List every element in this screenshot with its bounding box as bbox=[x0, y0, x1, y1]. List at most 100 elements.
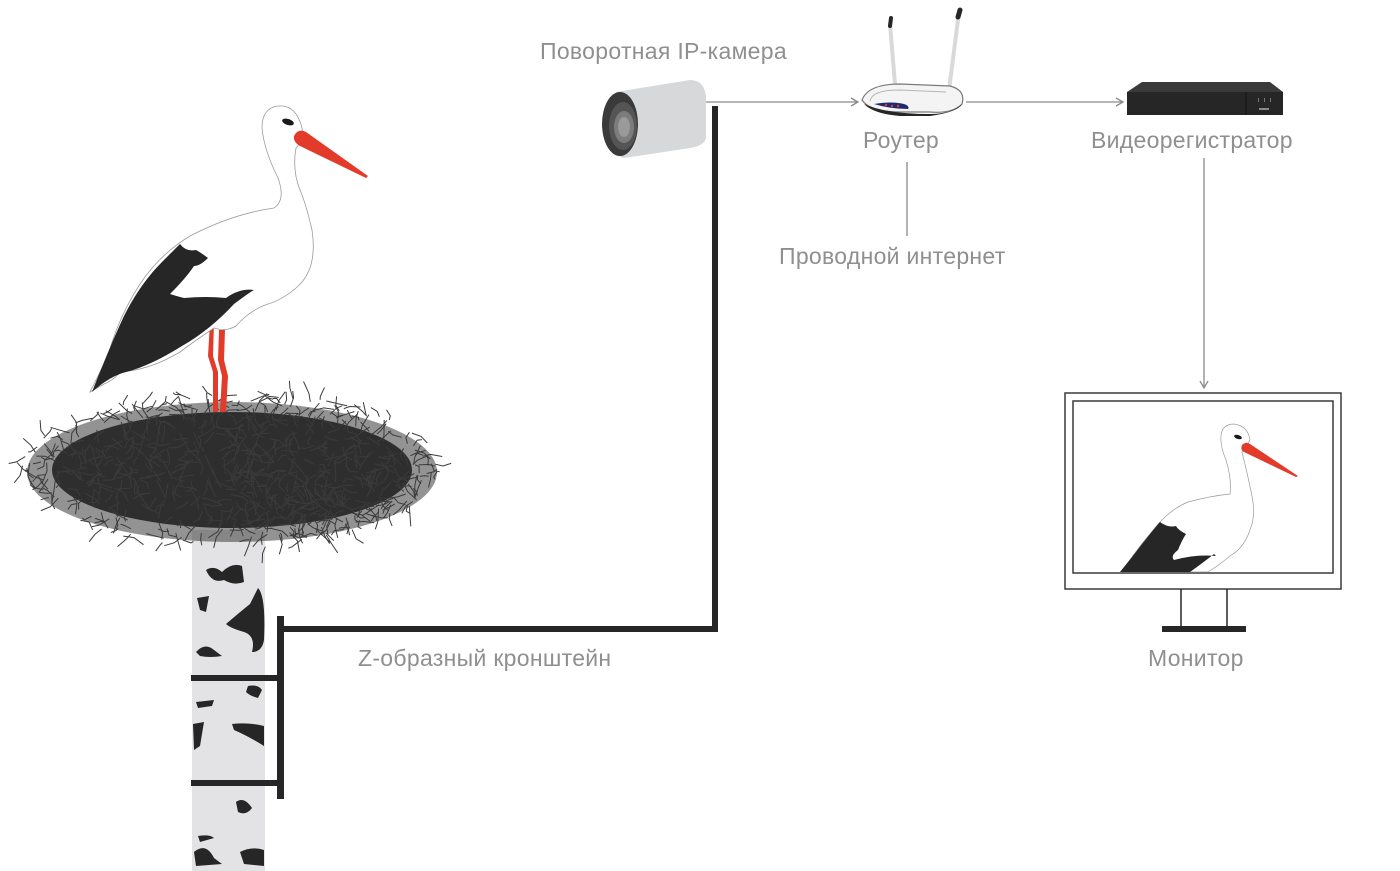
nest-twig bbox=[124, 447, 135, 461]
nest-twig bbox=[245, 491, 255, 499]
nest-twig bbox=[299, 407, 310, 416]
nest-twig bbox=[331, 484, 353, 491]
nest-twig bbox=[204, 503, 223, 507]
nest-twig bbox=[175, 391, 191, 400]
nest-twig bbox=[231, 400, 240, 407]
nest-twig bbox=[165, 401, 183, 415]
nest-twig bbox=[164, 483, 169, 499]
nest-twig bbox=[285, 432, 297, 443]
nest-twig bbox=[32, 480, 44, 491]
nest-twig bbox=[192, 510, 204, 523]
nest-twig bbox=[166, 448, 171, 466]
nest-twig bbox=[321, 415, 325, 429]
nest-twig bbox=[226, 488, 238, 491]
nest-twig bbox=[252, 408, 262, 429]
nest-twig bbox=[294, 515, 303, 525]
nest-twig bbox=[293, 485, 306, 488]
monitor-stork-image bbox=[1120, 423, 1298, 573]
connections bbox=[706, 97, 1209, 390]
nest-twig bbox=[120, 415, 133, 424]
nest-twig bbox=[100, 512, 109, 529]
nest-twig bbox=[252, 533, 268, 548]
nest-twig bbox=[286, 493, 298, 504]
nest-twig bbox=[360, 414, 370, 433]
nest-twig bbox=[327, 486, 340, 489]
nest-twig bbox=[131, 403, 144, 419]
nest-twig bbox=[352, 512, 371, 523]
nest-twig bbox=[385, 465, 395, 474]
nest-twig bbox=[214, 498, 233, 504]
nest-twig bbox=[39, 491, 53, 494]
nest-twig bbox=[144, 462, 153, 473]
nest-twig bbox=[296, 488, 306, 497]
nest-twig bbox=[110, 528, 119, 533]
nest-twig bbox=[161, 425, 166, 443]
nest-twig bbox=[36, 459, 46, 470]
nest-twig bbox=[113, 462, 126, 466]
nest-twig bbox=[330, 490, 342, 493]
nest-twig bbox=[279, 474, 286, 482]
nest-twig bbox=[349, 445, 357, 450]
nest-twig bbox=[38, 478, 49, 493]
nest-twig bbox=[248, 505, 257, 512]
nest-twig bbox=[414, 464, 420, 474]
nest-twig bbox=[302, 532, 318, 537]
nest-twig bbox=[193, 441, 199, 457]
nest-twig bbox=[54, 449, 68, 454]
camera-label: Поворотная IP-камера bbox=[540, 38, 787, 64]
nest-twig bbox=[32, 461, 42, 465]
nest-twig bbox=[374, 472, 390, 488]
nest-twig bbox=[267, 471, 276, 482]
nest-twig bbox=[32, 474, 46, 482]
nest-twig bbox=[309, 509, 322, 517]
nest-icon bbox=[8, 380, 452, 564]
nest-twig bbox=[358, 450, 374, 458]
nest-twig bbox=[76, 471, 82, 481]
nest-twig bbox=[386, 451, 402, 465]
nest-twig bbox=[359, 452, 370, 470]
nest-twig bbox=[173, 437, 189, 441]
nest-twig bbox=[191, 407, 195, 420]
nest-twig bbox=[360, 421, 370, 432]
nest-twig bbox=[207, 399, 211, 415]
nest-twig bbox=[226, 468, 236, 487]
nest-twig bbox=[249, 468, 265, 483]
nest-twig bbox=[317, 511, 328, 517]
nest-twig bbox=[317, 470, 331, 475]
nest-twig bbox=[259, 420, 269, 426]
nest-twig bbox=[255, 442, 271, 457]
nest-twig bbox=[251, 426, 265, 438]
nest-twig bbox=[228, 439, 240, 448]
nest-twig bbox=[412, 488, 418, 496]
nest-twig bbox=[129, 469, 134, 489]
nest-twig bbox=[176, 485, 198, 491]
nest-twig bbox=[419, 475, 429, 477]
nest-twig bbox=[351, 426, 371, 440]
nest-twig bbox=[298, 499, 318, 509]
nest-twig bbox=[255, 467, 266, 478]
video-recorder-icon bbox=[1127, 82, 1283, 115]
nest-twig bbox=[396, 473, 415, 480]
nest-twig bbox=[305, 486, 313, 505]
nest-twig bbox=[96, 429, 99, 444]
nest-twig bbox=[305, 475, 309, 493]
nest-twig bbox=[97, 472, 103, 485]
nest-twig bbox=[254, 523, 268, 530]
nest-twig bbox=[87, 479, 96, 488]
nest-twig bbox=[158, 409, 170, 412]
nest-twig bbox=[235, 430, 238, 444]
nest-twig bbox=[43, 428, 53, 439]
nest-twig bbox=[286, 412, 297, 427]
nest-twig bbox=[370, 420, 388, 436]
nest-twig bbox=[382, 503, 395, 511]
nest-twig bbox=[395, 483, 405, 492]
nest-twig bbox=[253, 458, 275, 464]
nest-twig bbox=[172, 486, 176, 502]
nest-twig bbox=[215, 433, 227, 436]
nest-twig bbox=[302, 486, 309, 502]
nest-twig bbox=[118, 402, 133, 414]
nest-twig bbox=[175, 532, 182, 551]
nest-twig bbox=[355, 499, 372, 504]
nest-twig bbox=[235, 468, 242, 481]
nest-twig bbox=[145, 442, 157, 447]
